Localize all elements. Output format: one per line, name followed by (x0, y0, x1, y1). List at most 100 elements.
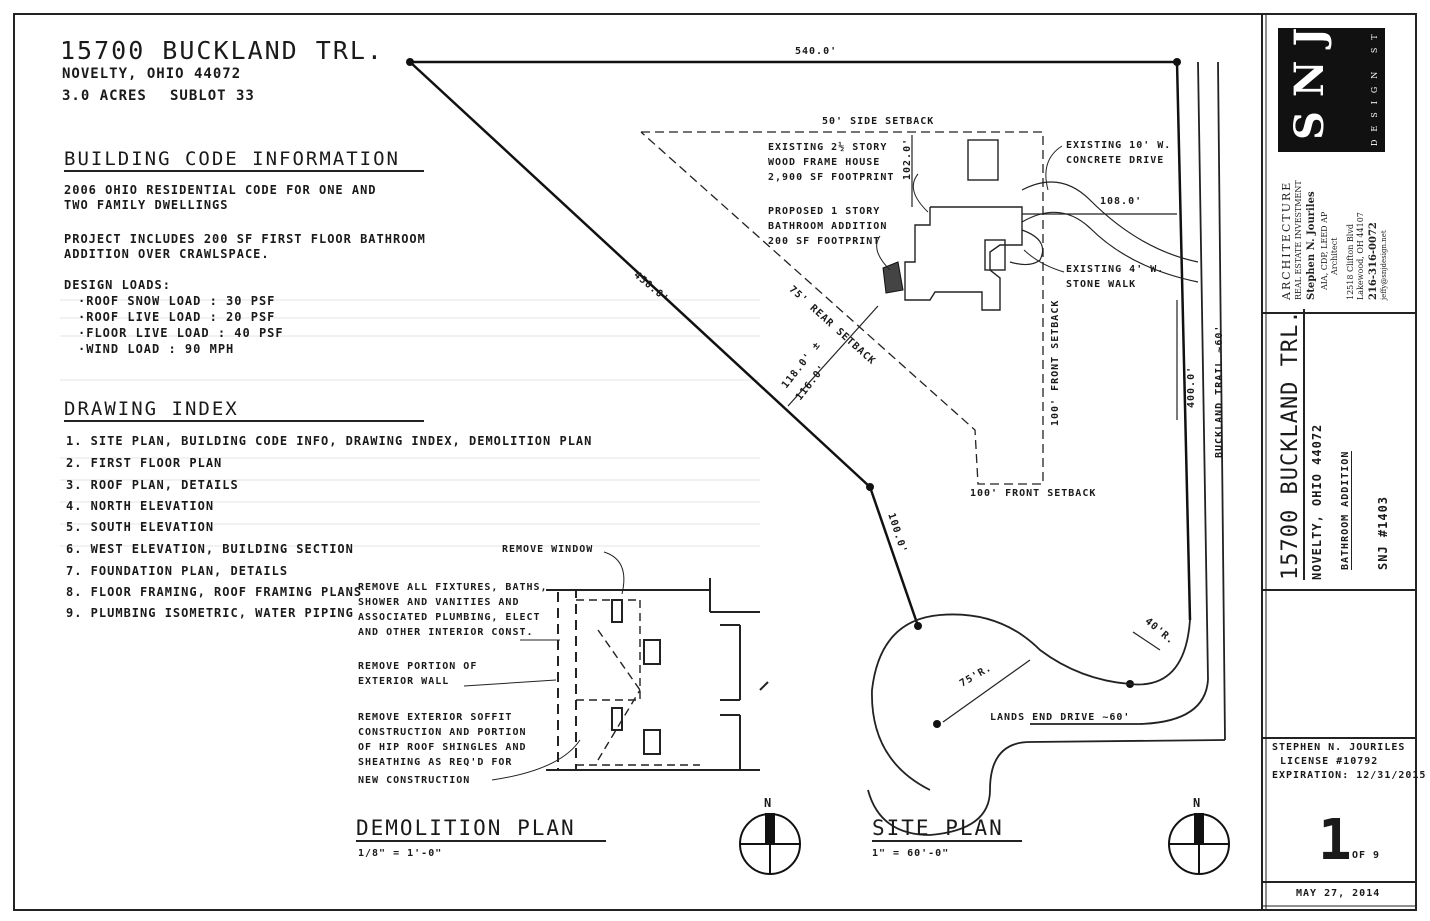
firm-logo-letters: SNJ (1286, 13, 1333, 140)
sheet-number: 1 (1318, 808, 1353, 873)
dim-house-offset: 102.0' (902, 137, 913, 180)
note-fixtures: associated plumbing, elect (358, 612, 541, 623)
project-acres: 3.0 Acres (62, 88, 147, 104)
contact-line: 12518 Clifton Blvd (1346, 224, 1355, 300)
note-remove-window: Remove Window (502, 544, 594, 555)
house-footprint (904, 139, 1023, 311)
note-fixtures: and other interior const. (358, 627, 534, 638)
firm-line: ARCHITECTURE (1280, 180, 1293, 300)
sheet-of: of 9 (1352, 850, 1381, 861)
north-arrow-site (1168, 813, 1230, 875)
label-existing-house: 2,900 SF Footprint (768, 172, 895, 183)
license-number: License #10792 (1280, 756, 1379, 767)
drawing-index-item: 6. West elevation, building section (66, 542, 354, 556)
license-name: Stephen N. Jouriles (1272, 742, 1406, 753)
leader-lines (876, 145, 1065, 273)
firm-logo: SNJ DESIGN STUDIO (1278, 0, 1385, 152)
guide-lines (60, 299, 760, 547)
driveway (1009, 181, 1199, 283)
dim-right: 400.0' (1186, 365, 1197, 408)
drawing-index-item: 2. First floor plan (66, 456, 223, 470)
property-corners (406, 58, 1181, 728)
tb-project-title: 15700 Buckland Trl. (1278, 309, 1305, 580)
code-line-1: 2006 Ohio Residential Code for One and (64, 183, 377, 197)
firm-logo-design: DESIGN STUDIO (1370, 0, 1379, 146)
demolition-leaders (463, 551, 625, 781)
design-load-item: ·Wind Load : 90 MPH (78, 342, 235, 356)
label-concrete-drive: Concrete Drive (1066, 155, 1165, 166)
note-exterior-wall: Remove portion of (358, 661, 478, 672)
design-loads-heading: Design Loads: (64, 278, 171, 292)
property-lines (409, 60, 1192, 627)
note-soffit: of hip roof shingles and (358, 742, 527, 753)
north-arrow-demolition (739, 813, 801, 875)
label-existing-house: Wood Frame House (768, 157, 881, 168)
note-exterior-wall: exterior wall (358, 676, 450, 687)
demolition-plan-title: Demolition Plan (356, 816, 606, 842)
label-lands-end: Lands End Drive ~60' (990, 712, 1131, 723)
drawing-index-item: 5. South elevation (66, 520, 215, 534)
label-proposed-addition: Proposed 1 Story (768, 206, 881, 217)
dimension-lines (787, 135, 1178, 723)
setback-lines (640, 131, 1044, 485)
label-proposed-addition: Bathroom Addition (768, 221, 888, 232)
note-fixtures: Remove all fixtures, baths, (358, 582, 548, 593)
drawing-index-item: 1. Site plan, building code info, drawin… (66, 434, 593, 448)
label-front-setback-horizontal: 100' Front Setback (970, 488, 1097, 499)
label-road: Buckland Trail ~60' (1214, 324, 1225, 458)
tb-project-number: SNJ #1403 (1376, 495, 1390, 570)
contact-line: jeffy@snjdesign.net (1380, 230, 1388, 300)
note-soffit: construction and portion (358, 727, 527, 738)
label-stone-walk: Stone Walk (1066, 279, 1137, 290)
site-plan-scale: 1" = 60'-0" (872, 848, 950, 859)
north-label-site: N (1193, 796, 1202, 810)
label-stone-walk: Existing 4' W. (1066, 264, 1165, 275)
road-lines (867, 61, 1226, 836)
design-load-item: ·Roof Live Load : 20 PSF (78, 310, 276, 324)
code-line-2: Two Family Dwellings (64, 198, 229, 212)
drawing-index-heading: Drawing Index (64, 398, 424, 422)
note-soffit: new construction (358, 775, 471, 786)
note-soffit: Remove exterior soffit (358, 712, 513, 723)
firm-line: REAL ESTATE INVESTMENT (1294, 180, 1303, 300)
project-desc-1: Project includes 200 SF first floor bath… (64, 232, 426, 246)
label-side-setback: 50' Side Setback (822, 116, 935, 127)
firm-line: Stephen N. Jouriles (1306, 191, 1317, 300)
design-load-item: ·Floor Live Load : 40 PSF (78, 326, 284, 340)
demolition-plan-scale: 1/8" = 1'-0" (358, 848, 443, 859)
drawing-index-item: 4. North elevation (66, 499, 215, 513)
license-expiration: Expiration: 12/31/2015 (1272, 770, 1427, 781)
demolition-walls (546, 578, 769, 771)
project-city: Novelty, Ohio 44072 (62, 66, 242, 82)
demolition-dashed (576, 599, 700, 766)
note-soffit: sheathing as req'd for (358, 757, 513, 768)
note-fixtures: shower and vanities and (358, 597, 520, 608)
proposed-addition (882, 261, 904, 294)
firm-line: AIA, CDP, LEED AP (1320, 211, 1329, 290)
drawing-index-item: 9. Plumbing isometric, water piping (66, 606, 354, 620)
code-info-heading: Building Code Information (64, 148, 424, 172)
tb-project-scope: Bathroom Addition (1340, 450, 1352, 570)
project-address-title: 15700 Buckland Trl. (60, 36, 384, 65)
dim-drive-offset: 108.0' (1100, 196, 1143, 207)
firm-line: Architect (1330, 237, 1339, 275)
project-desc-2: addition over crawlspace. (64, 247, 270, 261)
sheet-date: May 27, 2014 (1296, 888, 1381, 899)
dim-top: 540.0' (795, 46, 838, 57)
sheet-border (13, 13, 1417, 911)
drawing-index-item: 8. Floor framing, roof framing plans (66, 585, 363, 599)
project-sublot: Sublot 33 (170, 88, 255, 104)
tb-project-city: Novelty, Ohio 44072 (1310, 423, 1324, 580)
label-proposed-addition: 200 SF Footprint (768, 236, 881, 247)
label-existing-house: Existing 2½ Story (768, 142, 888, 153)
contact-line: Lakewood, OH 44107 (1356, 212, 1365, 300)
north-label-demolition: N (764, 796, 773, 810)
design-load-item: ·Roof Snow Load : 30 PSF (78, 294, 276, 308)
contact-line: 216-316-0072 (1368, 222, 1379, 300)
drawing-index-item: 3. Roof plan, details (66, 478, 239, 492)
label-front-setback-vertical: 100' Front Setback (1050, 299, 1061, 426)
label-concrete-drive: Existing 10' W. (1066, 140, 1172, 151)
drawing-index-item: 7. Foundation plan, details (66, 564, 289, 578)
site-plan-title: Site Plan (872, 816, 1022, 842)
